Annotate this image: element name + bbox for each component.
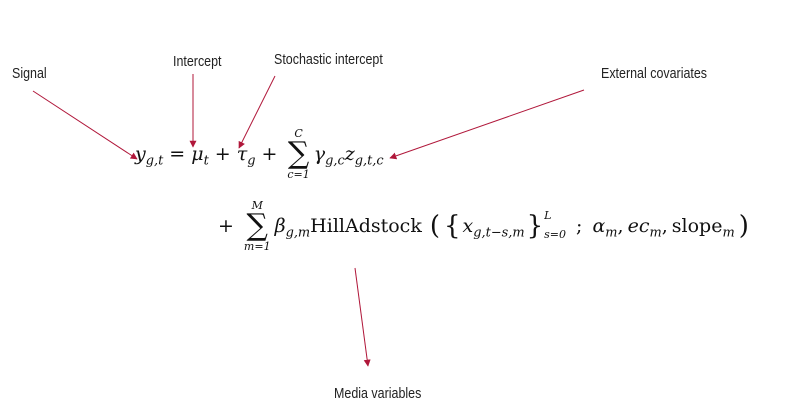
- media-coefficient: βg,m: [274, 214, 311, 241]
- stochastic-intercept-arrow: [238, 75, 276, 149]
- left-brace: {: [444, 211, 461, 241]
- plus-sign: +: [218, 214, 234, 237]
- equation-line-2: + M ∑ m=1 βg,m HillAdstock ( { xg,t−s,m …: [212, 200, 749, 252]
- external-covariates-arrow: [389, 89, 585, 160]
- signal-arrow: [32, 90, 138, 160]
- plus-sign: +: [214, 142, 231, 165]
- media-variables-arrow: [354, 267, 371, 367]
- left-paren: (: [429, 211, 440, 241]
- semicolon: ;: [576, 214, 583, 237]
- media-variable-term: xg,t−s,m: [462, 214, 525, 241]
- stochastic-intercept-term: τg: [236, 142, 256, 169]
- signal-label: Signal: [12, 66, 47, 82]
- intercept-term: μt: [191, 142, 209, 169]
- ec-param: ecm: [627, 214, 662, 241]
- covariate-term: γg,czg,t,c: [313, 142, 384, 169]
- slope-param: slopem: [671, 214, 735, 241]
- covariate-summation: C ∑ c=1: [287, 127, 310, 181]
- signal-term: yg,t: [135, 142, 164, 169]
- right-paren: ): [738, 211, 749, 241]
- comma: ,: [661, 214, 668, 237]
- hill-adstock-function: HillAdstock: [310, 214, 422, 237]
- media-summation: M ∑ m=1: [243, 199, 271, 253]
- set-limits: L s=0: [544, 209, 567, 241]
- equals-sign: =: [169, 142, 186, 165]
- external-covariates-label: External covariates: [601, 66, 708, 82]
- plus-sign: +: [261, 142, 278, 165]
- stochastic-intercept-label: Stochastic intercept: [274, 52, 383, 68]
- intercept-label: Intercept: [173, 54, 222, 70]
- right-brace: }: [526, 211, 544, 241]
- equation-line-1: yg,t = μt + τg + C ∑ c=1 γg,czg,t,c: [135, 128, 384, 180]
- comma: ,: [617, 214, 624, 237]
- media-variables-label: Media variables: [334, 386, 422, 402]
- alpha-param: αm: [592, 214, 618, 241]
